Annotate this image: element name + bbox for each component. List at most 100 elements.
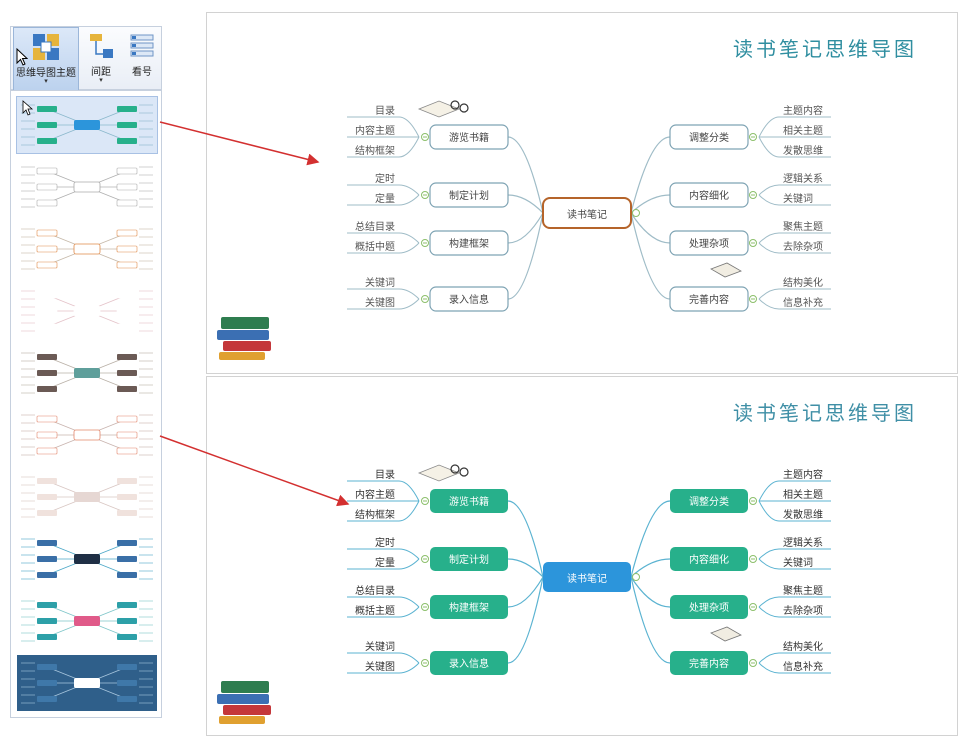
branch-connector <box>630 136 671 214</box>
leaf-label: 去除杂项 <box>783 240 823 253</box>
leaf-label: 聚焦主题 <box>783 584 823 597</box>
theme-thumbnail-pale-rose[interactable] <box>17 469 157 525</box>
leaf-label: 定量 <box>375 192 395 205</box>
leaf-connector <box>398 232 420 244</box>
leaf-connector <box>758 242 780 254</box>
leaf-label: 相关主题 <box>783 488 823 501</box>
leaf-connector <box>758 480 780 502</box>
leaf-label: 目录 <box>375 469 395 481</box>
leaf-label: 主题内容 <box>783 468 823 481</box>
spacing-button[interactable]: 间距 ▾ <box>81 27 121 91</box>
leaf-label: 关键词 <box>783 556 813 569</box>
slide-filled-style: 读书笔记思维导图 游览书籍目录内容主题结构框架制定计划定时定量构建框架总结目录概… <box>206 376 958 736</box>
numbering-icon <box>129 32 155 64</box>
theme-gallery-panel <box>10 90 162 718</box>
branch-node <box>670 595 748 619</box>
mindmap-theme-button[interactable]: 思维导图主题 ▾ <box>13 27 79 91</box>
leaf-connector <box>398 194 420 206</box>
leaf-label: 发散思维 <box>783 144 823 157</box>
root-label: 读书笔记 <box>567 208 607 221</box>
theme-thumbnail-teal-pink[interactable] <box>17 593 157 649</box>
leaf-label: 结构框架 <box>355 144 395 157</box>
collapse-toggle <box>632 209 640 217</box>
branch-label: 构建框架 <box>449 601 489 614</box>
theme-thumbnail-coral-outline[interactable] <box>17 407 157 463</box>
leaf-label: 逻辑关系 <box>783 536 823 549</box>
leaf-label: 定时 <box>375 536 395 549</box>
theme-thumbnail-navy-cyan[interactable] <box>17 531 157 587</box>
mouse-cursor-icon <box>22 100 34 116</box>
theme-thumbnail-orange-outline[interactable] <box>17 221 157 277</box>
leaf-connector <box>398 116 420 138</box>
leaf-label: 逻辑关系 <box>783 172 823 185</box>
branch-label: 调整分类 <box>689 131 729 144</box>
book-glasses-icon <box>417 464 469 482</box>
branch-connector <box>630 576 671 664</box>
branch-label: 内容细化 <box>689 189 729 202</box>
leaf-connector <box>398 242 420 254</box>
mouse-cursor-icon <box>16 47 29 70</box>
branch-label: 制定计划 <box>449 189 489 202</box>
leaf-label: 关键图 <box>365 296 395 309</box>
branch-node <box>429 182 509 208</box>
branch-connector <box>507 194 544 214</box>
theme-thumbnail-plain-gray[interactable] <box>17 159 157 215</box>
leaf-label: 相关主题 <box>783 124 823 137</box>
theme-thumbnail-brown-blocks[interactable] <box>17 345 157 401</box>
slide-outline-style: 读书笔记思维导图 游览书籍目录内容主题结构框架制定计划定时定量构建框架总结目录概… <box>206 12 958 374</box>
leaf-connector <box>758 232 780 244</box>
leaf-connector <box>398 480 420 502</box>
branch-connector <box>630 212 671 300</box>
branch-connector <box>507 500 544 578</box>
leaf-connector <box>398 136 420 158</box>
branch-connector <box>507 212 544 244</box>
branch-label: 内容细化 <box>689 553 729 566</box>
leaf-connector <box>758 596 780 608</box>
chevron-down-icon: ▾ <box>99 76 103 84</box>
mindmap-filled-style: 游览书籍目录内容主题结构框架制定计划定时定量构建框架总结目录概括主题录入信息关键… <box>217 464 831 724</box>
leaf-label: 信息补充 <box>783 296 823 309</box>
theme-thumbnail-dark-blue[interactable] <box>17 655 157 711</box>
stacked-books-icon <box>217 681 271 724</box>
root-node <box>542 197 632 229</box>
branch-connector <box>507 212 544 300</box>
branch-node <box>670 489 748 513</box>
spacing-label: 间距 <box>91 67 111 78</box>
branch-node <box>430 595 508 619</box>
branch-connector <box>507 136 544 214</box>
branch-label: 制定计划 <box>449 553 489 566</box>
branch-connector <box>630 500 671 578</box>
branch-connector <box>507 576 544 664</box>
leaf-connector <box>758 116 780 138</box>
branch-node <box>670 547 748 571</box>
theme-thumbnail-blue-green[interactable] <box>16 96 158 154</box>
leaf-connector <box>398 548 420 560</box>
leaf-connector <box>398 606 420 618</box>
leaf-connector <box>758 500 780 522</box>
leaf-label: 聚焦主题 <box>783 220 823 233</box>
stacked-books-icon <box>217 317 271 360</box>
leaf-label: 关键图 <box>365 660 395 673</box>
leaf-connector <box>758 606 780 618</box>
branch-label: 录入信息 <box>449 293 489 306</box>
branch-node <box>669 124 749 150</box>
leaf-label: 关键词 <box>365 640 395 653</box>
open-book-icon <box>710 262 742 278</box>
leaf-label: 概括中题 <box>355 240 395 253</box>
leaf-label: 内容主题 <box>355 124 395 137</box>
leaf-label: 去除杂项 <box>783 604 823 617</box>
branch-connector <box>630 212 671 244</box>
branch-label: 处理杂项 <box>689 602 729 614</box>
theme-thumbnail-pink-minimal[interactable] <box>17 283 157 339</box>
leaf-connector <box>398 652 420 664</box>
leaf-connector <box>758 288 780 300</box>
branch-node <box>430 651 508 675</box>
branch-label: 完善内容 <box>689 657 729 670</box>
branch-node <box>430 489 508 513</box>
branch-label: 处理杂项 <box>689 238 729 250</box>
branch-node <box>669 230 749 256</box>
leaf-connector <box>398 298 420 310</box>
leaf-label: 定量 <box>375 556 395 569</box>
mindmap-theme-label: 思维导图主题 <box>16 68 76 79</box>
numbering-button[interactable]: 看号 <box>123 27 161 91</box>
